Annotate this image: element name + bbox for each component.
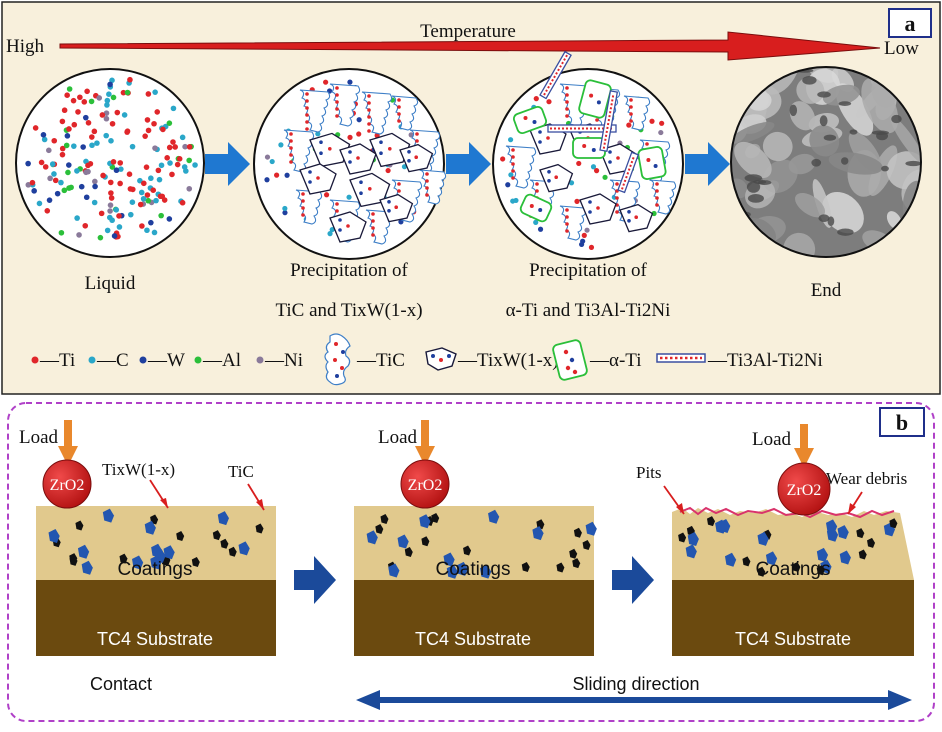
liquid-atoms: [25, 76, 198, 241]
step-arrow-1: [294, 556, 336, 604]
load-label-1: Load: [19, 427, 59, 448]
panel-b-label-box: [879, 407, 925, 437]
tic-annotation: TiC: [228, 462, 254, 481]
legend-tixw: —TixW(1-x): [457, 350, 559, 371]
stage-liquid-label: Liquid: [85, 273, 136, 294]
stage-tic-label: Precipitation of: [290, 260, 408, 281]
legend-al: —Al: [202, 350, 241, 371]
tixw-icon: [425, 347, 457, 371]
stage-arrow-1: [205, 142, 250, 186]
load-label-2: Load: [378, 427, 418, 448]
substrate-label-3: TC4 Substrate: [735, 629, 851, 649]
coating-label-1: Coatings: [118, 559, 193, 580]
sem-micrograph: [731, 67, 921, 257]
coating-label-2: Coatings: [436, 559, 511, 580]
al-dot-icon: [194, 356, 202, 364]
sliding-label: Sliding direction: [572, 674, 699, 694]
load-arrow-1: [58, 420, 78, 466]
contact-label: Contact: [90, 674, 152, 694]
ball-label-3: ZrO2: [787, 482, 822, 499]
stage-end-circle: [730, 66, 922, 258]
substrate-label-2: TC4 Substrate: [415, 629, 531, 649]
panel-b-label: b: [896, 410, 908, 435]
stage-alpha-label: Precipitation of: [529, 260, 647, 281]
temperature-title: Temperature: [420, 21, 516, 42]
w-dot-icon: [139, 356, 147, 364]
stage-end-label: End: [811, 280, 842, 301]
load-arrow-2: [415, 420, 435, 466]
legend: —Ti —C —W —Al —Ni —TiC —TixW(1-x) —α-Ti: [31, 333, 823, 386]
alpha-ti-icon: [552, 339, 588, 381]
stage-arrow-3: [685, 142, 730, 186]
tixw-annotation: TixW(1-x): [102, 460, 175, 479]
sample-worn: [672, 506, 914, 656]
tic-icon: [324, 333, 351, 386]
zro2-ball-1: [42, 459, 92, 509]
load-arrow-3: [794, 424, 814, 468]
ni-dot-icon: [256, 356, 264, 364]
coating-label-3: Coatings: [756, 559, 831, 580]
zro2-ball-2: [400, 459, 450, 509]
load-label-3: Load: [752, 429, 792, 450]
panel-a-label-box: [888, 8, 932, 38]
legend-ti3al: —Ti3Al-Ti2Ni: [707, 350, 823, 371]
stage-alpha-label-2: α-Ti and Ti3Al-Ti2Ni: [506, 300, 671, 321]
temperature-high: High: [6, 36, 45, 57]
sample-sliding: [354, 506, 597, 656]
step-arrow-2: [612, 556, 654, 604]
wear-debris-annotation: Wear debris: [826, 469, 907, 488]
ball-label-2: ZrO2: [408, 477, 443, 494]
legend-w: —W: [147, 350, 185, 371]
legend-c: —C: [96, 350, 129, 371]
stage-tic-particles: [264, 79, 447, 245]
substrate-label-1: TC4 Substrate: [97, 629, 213, 649]
temperature-low: Low: [884, 38, 919, 59]
sample-contact: [36, 506, 276, 656]
legend-ti: —Ti: [39, 350, 75, 371]
ball-label-1: ZrO2: [50, 477, 85, 494]
legend-ni: —Ni: [264, 350, 303, 371]
stage-alpha-particles: [500, 50, 677, 250]
legend-tic: —TiC: [356, 350, 405, 371]
stage-tic-label-2: TiC and TixW(1-x): [275, 300, 422, 321]
ti-dot-icon: [31, 356, 39, 364]
panel-a-label: a: [905, 11, 916, 36]
zro2-ball-3: [777, 462, 831, 516]
c-dot-icon: [88, 356, 96, 364]
legend-alpha-ti: —α-Ti: [589, 350, 642, 371]
pits-annotation: Pits: [636, 463, 662, 482]
temperature-arrow: [59, 31, 881, 61]
ti3al-icon: [656, 353, 706, 363]
sliding-direction-arrow: [356, 690, 912, 710]
stage-arrow-2: [446, 142, 491, 186]
